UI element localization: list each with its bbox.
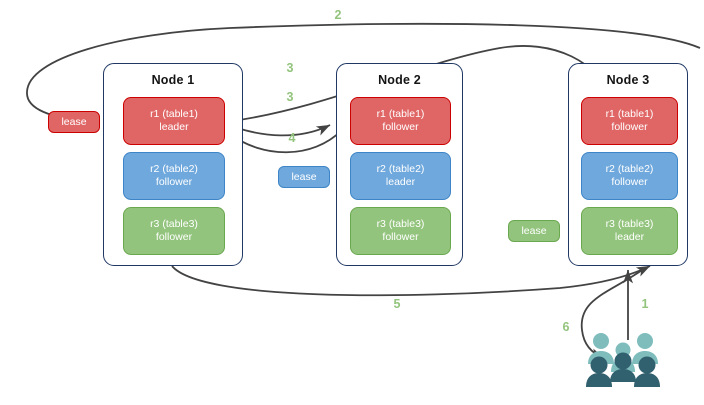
replica-name: r3 (table3) <box>376 218 425 230</box>
lease-badge-node1[interactable]: lease <box>48 111 100 133</box>
step-label-4: 4 <box>288 131 296 145</box>
node-title: Node 3 <box>606 73 650 87</box>
lease-label: lease <box>291 171 317 183</box>
edge-step-5 <box>171 265 651 297</box>
step-label-5: 5 <box>393 297 401 311</box>
replica-r2[interactable]: r2 (table2) follower <box>581 152 678 200</box>
replica-name: r2 (table2) <box>150 163 198 175</box>
replica-role: leader <box>385 176 416 188</box>
replica-name: r2 (table2) <box>376 163 425 175</box>
replica-r3[interactable]: r3 (table3) follower <box>123 207 225 255</box>
step-label-1: 1 <box>641 297 649 311</box>
replica-name: r3 (table3) <box>605 218 654 230</box>
replica-r3[interactable]: r3 (table3) follower <box>350 207 451 255</box>
replica-role: leader <box>614 231 645 243</box>
step-label-6: 6 <box>562 320 570 334</box>
replica-role: follower <box>611 121 648 133</box>
node-box-3[interactable]: Node 3 r1 (table1) follower r2 (table2) … <box>568 63 688 266</box>
replica-role: follower <box>611 176 648 188</box>
replica-role: leader <box>159 121 189 133</box>
replica-r1[interactable]: r1 (table1) follower <box>350 97 451 145</box>
node-box-1[interactable]: Node 1 r1 (table1) leader r2 (table2) fo… <box>103 63 243 266</box>
replica-r2[interactable]: r2 (table2) leader <box>350 152 451 200</box>
step-label-3-node3: 3 <box>286 61 294 75</box>
replica-r3[interactable]: r3 (table3) leader <box>581 207 678 255</box>
replica-role: follower <box>382 121 419 133</box>
replica-name: r1 (table1) <box>376 108 425 120</box>
replica-name: r3 (table3) <box>150 218 198 230</box>
node-title: Node 2 <box>378 73 421 87</box>
lease-badge-node3[interactable]: lease <box>508 220 560 242</box>
node-title: Node 1 <box>151 73 195 87</box>
replica-r2[interactable]: r2 (table2) follower <box>123 152 225 200</box>
users-icon <box>586 333 660 387</box>
lease-badge-node2[interactable]: lease <box>278 166 330 188</box>
replica-name: r2 (table2) <box>605 163 654 175</box>
replica-r1[interactable]: r1 (table1) leader <box>123 97 225 145</box>
replica-name: r1 (table1) <box>150 108 198 120</box>
replica-role: follower <box>155 231 193 243</box>
replica-role: follower <box>382 231 419 243</box>
step-label-3-node2: 3 <box>286 90 294 104</box>
replica-name: r1 (table1) <box>605 108 654 120</box>
step-label-2: 2 <box>334 8 342 22</box>
lease-label: lease <box>521 225 547 237</box>
node-box-2[interactable]: Node 2 r1 (table1) follower r2 (table2) … <box>336 63 463 266</box>
replica-r1[interactable]: r1 (table1) follower <box>581 97 678 145</box>
replica-role: follower <box>155 176 193 188</box>
lease-label: lease <box>61 116 87 128</box>
